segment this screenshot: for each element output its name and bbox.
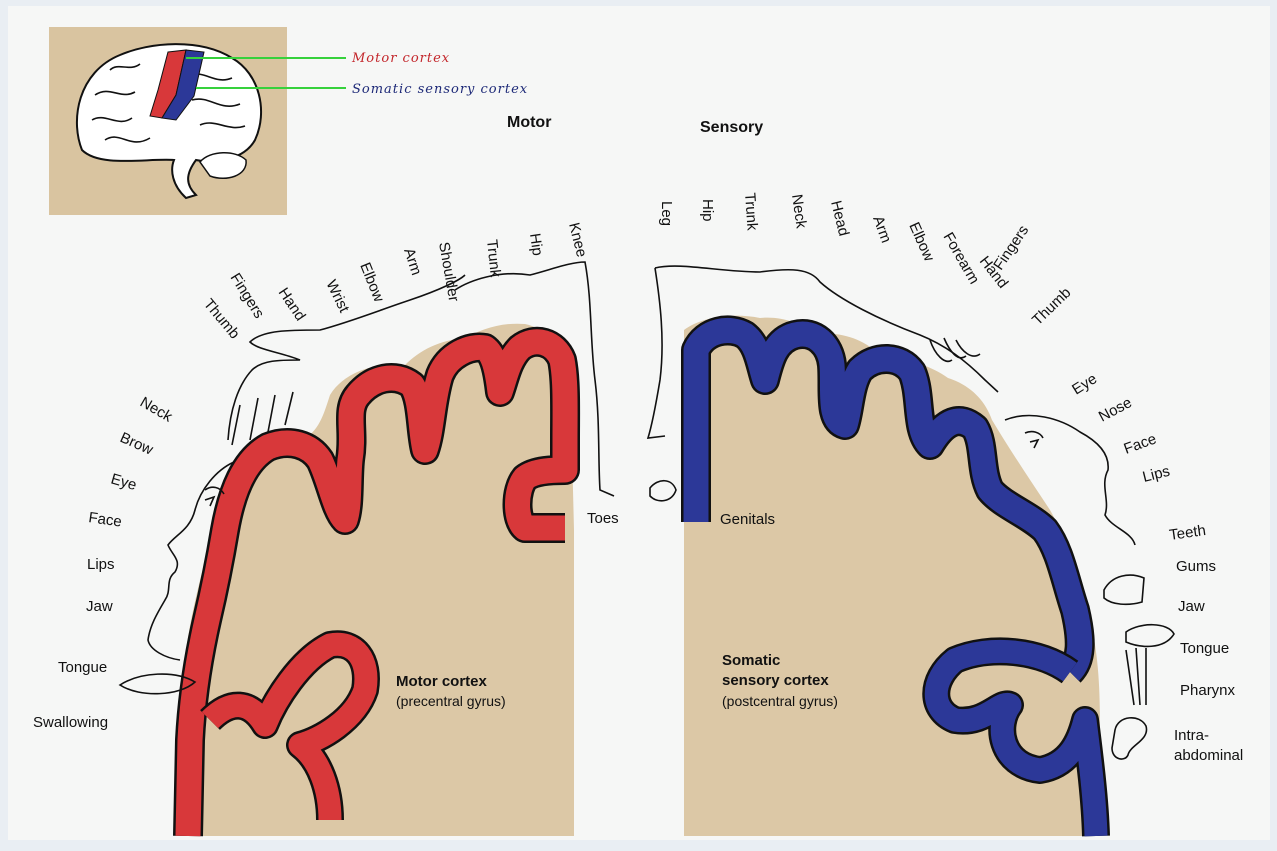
sensory-label-pharynx: Pharynx (1180, 682, 1236, 699)
sensory-cortex-title-line1: Somatic (722, 652, 780, 669)
inset-sensory-label: Somatic sensory cortex (352, 82, 528, 97)
motor-label-toes: Toes (587, 510, 619, 527)
sensory-label-abdominal: abdominal (1174, 747, 1243, 764)
sensory-label-hip: Hip (699, 199, 716, 222)
sensory-label-leg: Leg (658, 201, 675, 226)
sensory-header: Sensory (700, 119, 763, 136)
motor-label-tongue: Tongue (58, 659, 107, 676)
sensory-label-jaw: Jaw (1178, 598, 1205, 615)
sensory-label-trunk: Trunk (741, 192, 761, 231)
sensory-label-tongue: Tongue (1180, 640, 1229, 657)
motor-header: Motor (507, 114, 551, 131)
inset-motor-label: Motor cortex (351, 51, 450, 66)
motor-label-hip: Hip (526, 232, 546, 257)
sensory-cortex-title-line2: sensory cortex (722, 672, 829, 689)
sensory-label-intra: Intra- (1174, 727, 1209, 744)
sensory-label-gums: Gums (1176, 558, 1216, 575)
motor-label-jaw: Jaw (86, 598, 113, 615)
sensory-cortex-subtitle: (postcentral gyrus) (722, 693, 838, 709)
motor-label-swallowing: Swallowing (33, 714, 108, 731)
sensory-label-genitals: Genitals (720, 511, 775, 528)
motor-cortex-subtitle: (precentral gyrus) (396, 693, 506, 709)
motor-cortex-title: Motor cortex (396, 673, 488, 690)
motor-label-lips: Lips (87, 556, 115, 573)
